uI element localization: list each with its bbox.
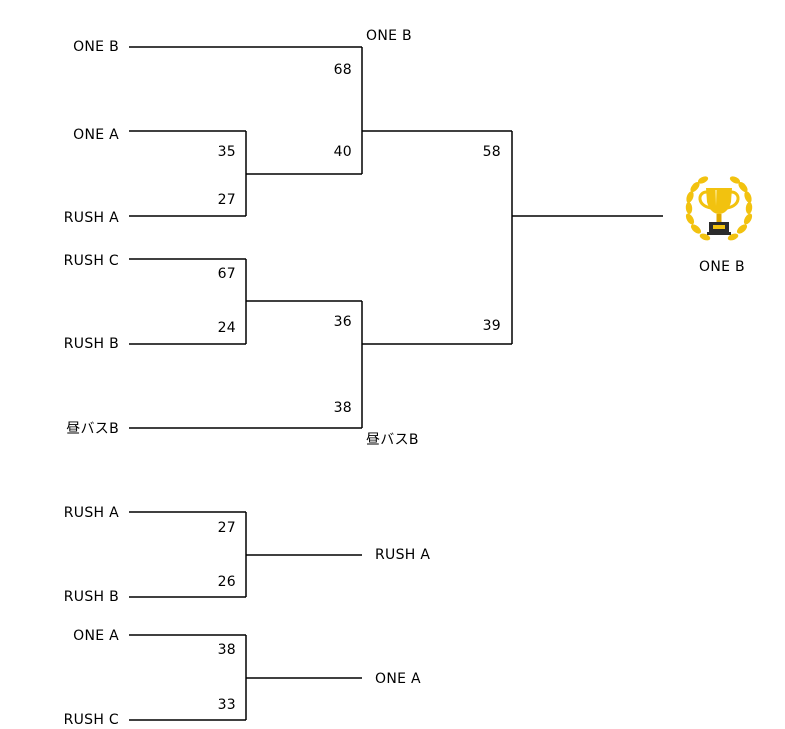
winner-sf-m2: 昼バスB	[366, 432, 419, 448]
winner-sf-m1: ONE B	[366, 28, 412, 44]
p1-team-rush-b: RUSH B	[63, 589, 119, 605]
score-sf-m1-top: 68	[333, 62, 352, 78]
score-r1-m1-bottom: 27	[217, 192, 236, 208]
champion-name: ONE B	[699, 259, 745, 275]
score-r1-m1-top: 35	[217, 144, 236, 160]
p2-team-rush-c: RUSH C	[63, 712, 119, 728]
team-rush-c: RUSH C	[63, 253, 119, 269]
team-hirubasu-b: 昼バスB	[66, 421, 119, 437]
team-rush-a: RUSH A	[63, 210, 119, 226]
team-rush-b: RUSH B	[63, 336, 119, 352]
score-final-bottom: 39	[482, 318, 501, 334]
team-one-a: ONE A	[73, 127, 119, 143]
team-one-b: ONE B	[73, 39, 119, 55]
score-final-top: 58	[482, 144, 501, 160]
p2-score-top: 38	[217, 642, 236, 658]
score-sf-m2-bottom: 38	[333, 400, 352, 416]
p1-score-bottom: 26	[217, 574, 236, 590]
score-sf-m2-top: 36	[333, 314, 352, 330]
score-r1-m2-bottom: 24	[217, 320, 236, 336]
p1-team-rush-a: RUSH A	[63, 505, 119, 521]
score-r1-m2-top: 67	[217, 266, 236, 282]
p2-winner: ONE A	[375, 671, 421, 687]
score-sf-m1-bottom: 40	[333, 144, 352, 160]
p1-score-top: 27	[217, 520, 236, 536]
p2-score-bottom: 33	[217, 697, 236, 713]
trophy-icon	[685, 176, 753, 241]
p1-winner: RUSH A	[375, 547, 431, 563]
p2-team-one-a: ONE A	[73, 628, 119, 644]
